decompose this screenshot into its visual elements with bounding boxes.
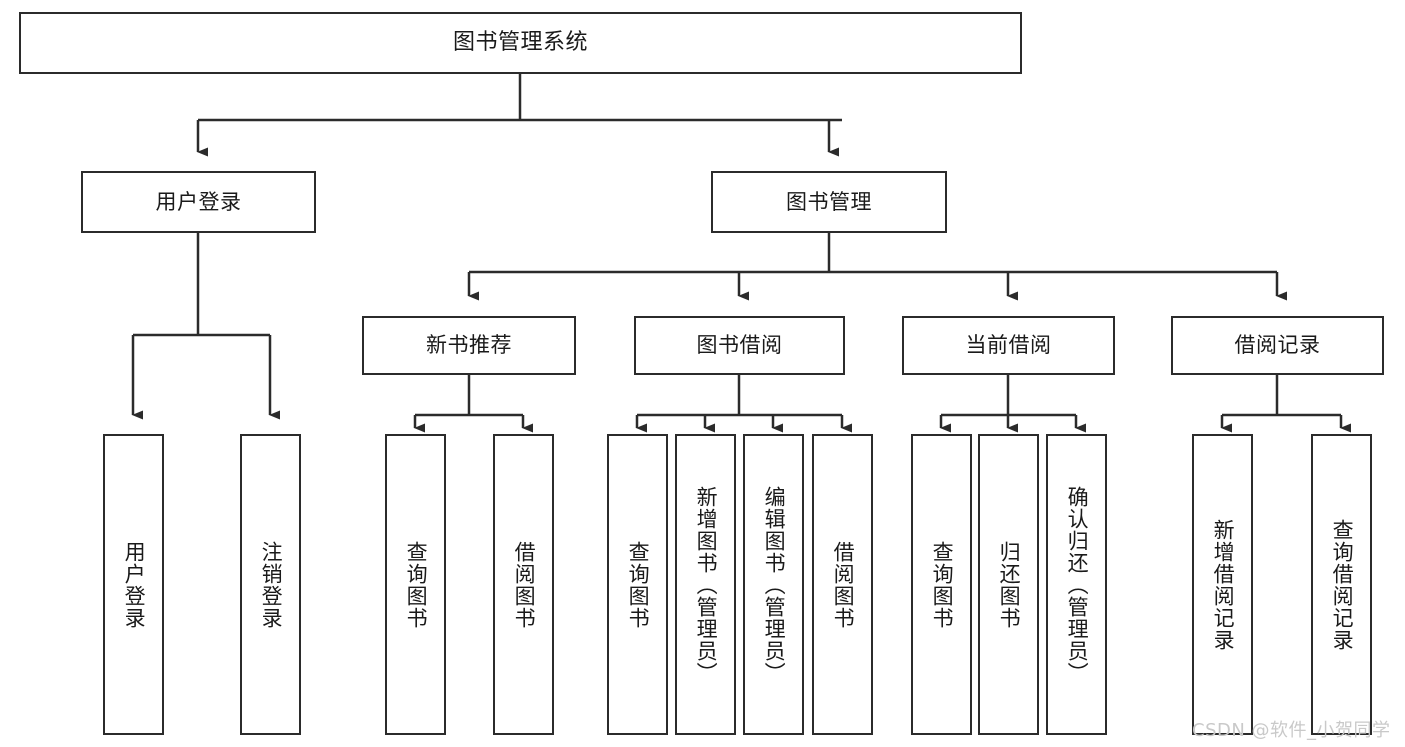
node-leaf-edit-book-admin-label: 编辑图书（管理员） <box>762 485 787 684</box>
node-book-borrow-label: 图书借阅 <box>696 333 783 358</box>
node-leaf-add-borrow-record-label: 新增借阅记录 <box>1211 518 1236 651</box>
node-leaf-add-borrow-record[interactable]: 新增借阅记录 <box>1192 434 1253 735</box>
node-leaf-query-book-recommend-label: 查询图书 <box>404 540 429 629</box>
node-leaf-borrow-book-label: 借阅图书 <box>831 540 856 629</box>
node-current-borrow-label: 当前借阅 <box>965 333 1052 358</box>
node-leaf-confirm-return-admin-label: 确认归还（管理员） <box>1065 485 1090 684</box>
node-book-borrow[interactable]: 图书借阅 <box>634 316 845 375</box>
node-leaf-borrow-book[interactable]: 借阅图书 <box>812 434 873 735</box>
node-book-manage[interactable]: 图书管理 <box>711 171 947 233</box>
node-leaf-query-borrow-record[interactable]: 查询借阅记录 <box>1311 434 1372 735</box>
node-leaf-add-book-admin[interactable]: 新增图书（管理员） <box>675 434 736 735</box>
node-user-login-label: 用户登录 <box>155 189 242 214</box>
node-root-label: 图书管理系统 <box>452 30 588 56</box>
node-leaf-return-book[interactable]: 归还图书 <box>978 434 1039 735</box>
node-leaf-logout[interactable]: 注销登录 <box>240 434 301 735</box>
watermark: CSDN @软件_小贺同学 <box>1192 720 1391 741</box>
node-leaf-query-book-current[interactable]: 查询图书 <box>911 434 972 735</box>
node-leaf-user-login-label: 用户登录 <box>122 540 147 629</box>
node-borrow-record-label: 借阅记录 <box>1234 333 1321 358</box>
node-leaf-add-book-admin-label: 新增图书（管理员） <box>694 485 719 684</box>
node-leaf-query-book-current-label: 查询图书 <box>930 540 955 629</box>
node-leaf-query-book-borrow-label: 查询图书 <box>626 540 651 629</box>
node-leaf-query-book-recommend[interactable]: 查询图书 <box>385 434 446 735</box>
node-current-borrow[interactable]: 当前借阅 <box>902 316 1115 375</box>
node-leaf-borrow-book-recommend-label: 借阅图书 <box>512 540 537 629</box>
node-leaf-logout-label: 注销登录 <box>259 540 284 629</box>
node-new-book-recommend[interactable]: 新书推荐 <box>362 316 576 375</box>
node-leaf-return-book-label: 归还图书 <box>997 540 1022 629</box>
node-leaf-edit-book-admin[interactable]: 编辑图书（管理员） <box>743 434 804 735</box>
node-leaf-query-borrow-record-label: 查询借阅记录 <box>1330 518 1355 651</box>
node-leaf-borrow-book-recommend[interactable]: 借阅图书 <box>493 434 554 735</box>
node-user-login[interactable]: 用户登录 <box>81 171 316 233</box>
node-root-system[interactable]: 图书管理系统 <box>19 12 1022 74</box>
node-leaf-user-login[interactable]: 用户登录 <box>103 434 164 735</box>
node-leaf-query-book-borrow[interactable]: 查询图书 <box>607 434 668 735</box>
node-borrow-record[interactable]: 借阅记录 <box>1171 316 1384 375</box>
node-leaf-confirm-return-admin[interactable]: 确认归还（管理员） <box>1046 434 1107 735</box>
node-book-manage-label: 图书管理 <box>786 189 872 214</box>
node-new-book-recommend-label: 新书推荐 <box>426 333 512 358</box>
